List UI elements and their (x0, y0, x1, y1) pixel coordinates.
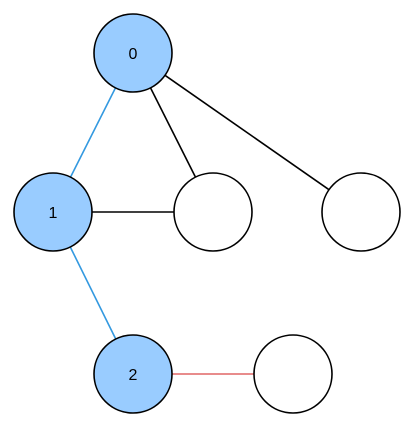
graph-node-n5 (253, 334, 333, 414)
node-circle (13, 172, 93, 252)
node-label: 0 (129, 46, 138, 63)
nodes-layer: 0 1 2 (13, 13, 401, 414)
node-label: 1 (49, 205, 58, 222)
graph-node-n2: 2 (93, 334, 173, 414)
edge-n0-n4 (164, 74, 330, 191)
node-circle (93, 13, 173, 93)
edge-n0-n3 (149, 87, 197, 178)
graph-node-n1: 1 (13, 172, 93, 252)
node-circle (253, 334, 333, 414)
node-circle (173, 172, 253, 252)
edge-n1-n2 (69, 246, 117, 340)
graph-node-n0: 0 (93, 13, 173, 93)
graph-node-n4 (321, 172, 401, 252)
node-circle (93, 334, 173, 414)
node-label: 2 (129, 367, 138, 384)
edges-layer (69, 74, 330, 375)
node-circle (321, 172, 401, 252)
edge-n0-n1 (69, 87, 117, 178)
graph-node-n3 (173, 172, 253, 252)
